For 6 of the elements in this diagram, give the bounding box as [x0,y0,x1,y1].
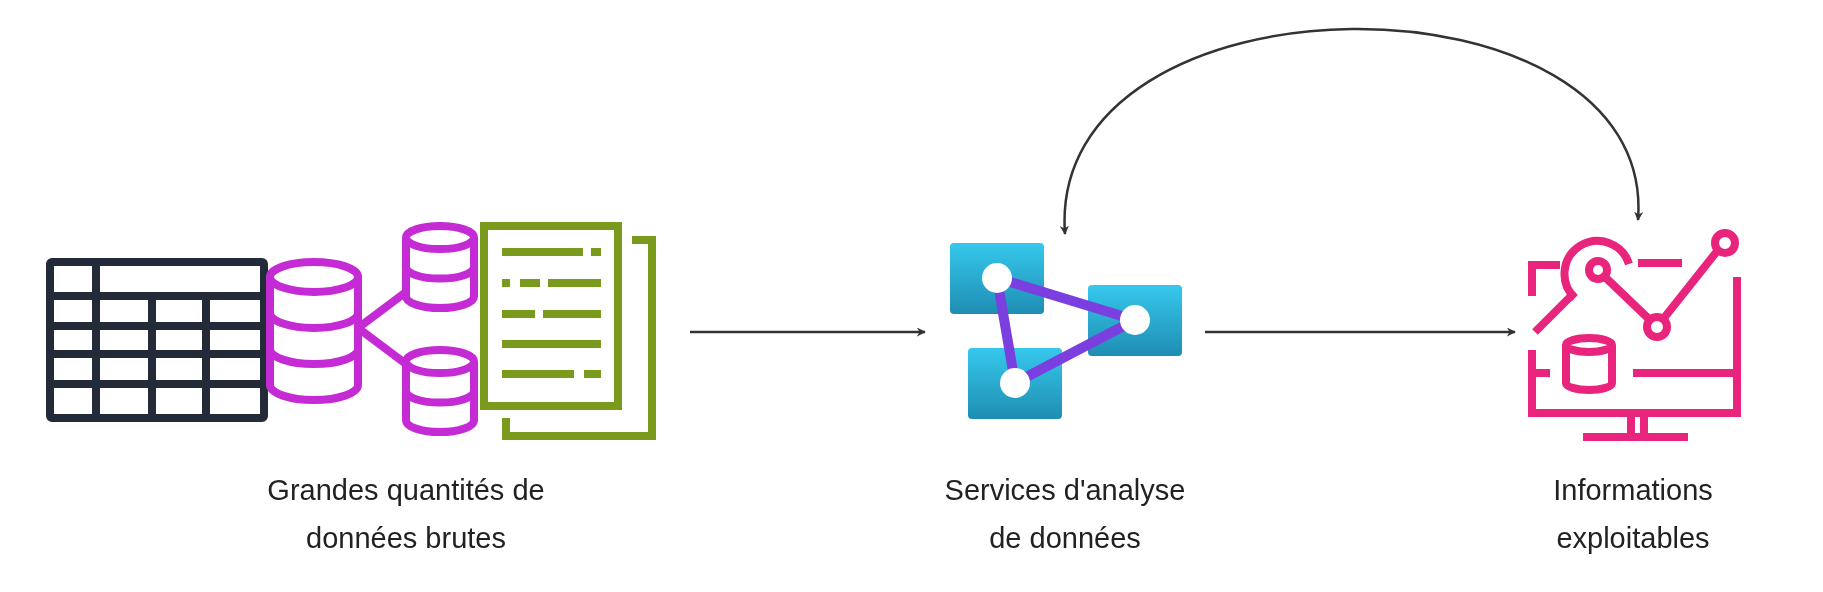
arrow [1205,327,1516,337]
node-label: Informations exploitables [1552,473,1714,556]
node-label: Services d'analyse de données [943,473,1187,556]
arrow [1061,27,1642,235]
arrow [690,327,926,337]
node-label: Grandes quantités de données brutes [266,473,546,556]
